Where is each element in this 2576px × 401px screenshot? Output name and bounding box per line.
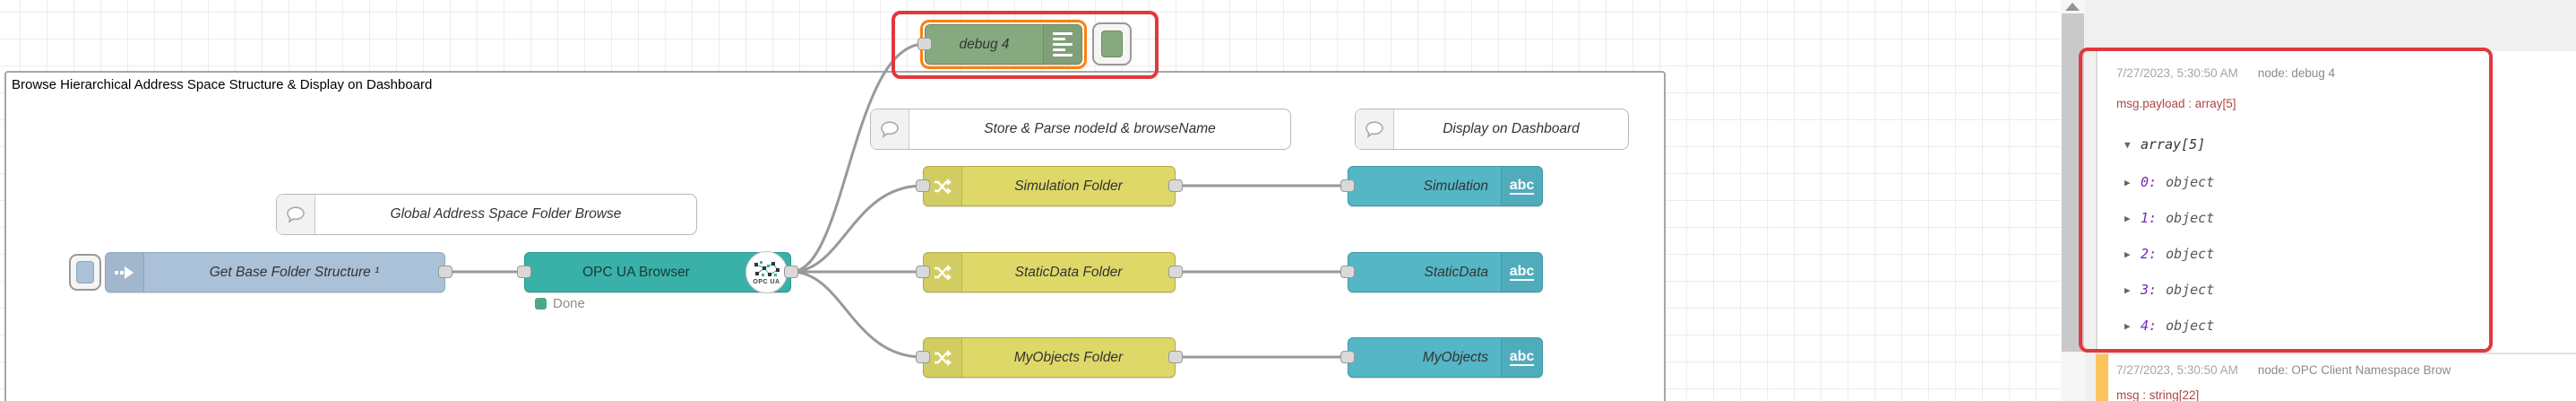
change-node-label: StaticData Folder (1014, 264, 1123, 280)
inject-arrow-icon (106, 253, 144, 292)
canvas-vertical-scrollbar[interactable] (2061, 0, 2085, 401)
scroll-up-icon[interactable] (2065, 3, 2080, 11)
uitext-node-label: Simulation (1423, 178, 1488, 194)
message-source-node[interactable]: node: OPC Client Namespace Brow (2257, 363, 2451, 377)
wire-layer (444, 42, 1349, 359)
myobjects-input-port[interactable] (1340, 351, 1355, 363)
comment-label: Display on Dashboard (1443, 121, 1580, 136)
change-node-staticdata-folder[interactable]: StaticData Folder (923, 252, 1176, 292)
debug-input-port[interactable] (918, 38, 932, 50)
flow-canvas[interactable]: Browse Hierarchical Address Space Struct… (0, 0, 2061, 401)
wire-opcua-to-simulation-folder[interactable] (789, 184, 925, 274)
expand-icon[interactable]: ▶ (2124, 319, 2131, 332)
debug-message-1[interactable]: 7/27/2023, 5:30:50 AM node: debug 4 msg.… (2096, 51, 2576, 354)
opcua-badge-caption: OPC UA (753, 279, 780, 285)
change-shuffle-icon (924, 167, 962, 205)
message-timestamp: 7/27/2023, 5:30:50 AM (2116, 66, 2238, 80)
status-text: Done (553, 296, 585, 311)
tree-item-row[interactable]: ▶ 4: object (2124, 318, 2215, 334)
myobjects-folder-input-port[interactable] (916, 351, 930, 363)
simulation-folder-output-port[interactable] (1168, 179, 1183, 192)
comment-store-parse[interactable]: Store & Parse nodeId & browseName (870, 109, 1291, 150)
simulation-input-port[interactable] (1340, 179, 1355, 192)
opcua-browser-label: OPC UA Browser (582, 264, 690, 280)
message-summary: msg.payload : array[5] (2116, 97, 2236, 110)
comment-bubble-icon (871, 109, 909, 149)
wire-opcua-to-debug[interactable] (789, 42, 926, 274)
simulation-folder-input-port[interactable] (916, 179, 930, 192)
inject-output-port[interactable] (438, 266, 452, 278)
wire-opcua-to-myobjects-folder[interactable] (789, 270, 925, 359)
comment-bubble-icon (277, 195, 315, 234)
uitext-abc-icon: abc (1501, 253, 1542, 292)
expand-icon[interactable]: ▶ (2124, 212, 2131, 224)
tree-item-row[interactable]: ▶ 3: object (2124, 282, 2215, 298)
inject-node-label: Get Base Folder Structure ¹ (209, 264, 380, 280)
change-node-myobjects-folder[interactable]: MyObjects Folder (923, 337, 1176, 378)
tree-root-row[interactable]: ▼ array[5] (2124, 136, 2205, 153)
opcua-logo-icon: OPC UA (745, 251, 788, 293)
debug-message-meta: 7/27/2023, 5:30:50 AM node: debug 4 (2116, 66, 2335, 80)
inject-button-fill (76, 261, 94, 283)
staticdata-folder-input-port[interactable] (916, 266, 930, 278)
message-timestamp: 7/27/2023, 5:30:50 AM (2116, 363, 2238, 377)
change-node-label: Simulation Folder (1014, 178, 1123, 194)
scrollbar-thumb[interactable] (2062, 13, 2084, 352)
group-label: Browse Hierarchical Address Space Struct… (12, 77, 433, 92)
debug-node[interactable]: debug 4 (925, 24, 1082, 65)
debug-toggle-button[interactable] (1092, 22, 1132, 65)
expand-icon[interactable]: ▶ (2124, 248, 2131, 260)
change-node-simulation-folder[interactable]: Simulation Folder (923, 166, 1176, 206)
inject-node[interactable]: Get Base Folder Structure ¹ (105, 252, 445, 292)
collapse-icon[interactable]: ▼ (2124, 138, 2131, 151)
debug-toggle-fill (1101, 31, 1123, 57)
staticdata-input-port[interactable] (1340, 266, 1355, 278)
debug-node-label: debug 4 (959, 36, 1010, 52)
uitext-node-label: StaticData (1424, 264, 1488, 280)
tree-item-row[interactable]: ▶ 0: object (2124, 174, 2215, 190)
uitext-abc-icon: abc (1501, 338, 1542, 377)
myobjects-folder-output-port[interactable] (1168, 351, 1183, 363)
debug-levels-icon (1043, 25, 1081, 64)
uitext-node-simulation[interactable]: Simulation abc (1348, 166, 1543, 206)
tree-item-row[interactable]: ▶ 2: object (2124, 246, 2215, 262)
change-node-label: MyObjects Folder (1013, 349, 1124, 365)
message-source-node[interactable]: node: debug 4 (2257, 66, 2336, 80)
debug-message-2[interactable]: 7/27/2023, 5:30:50 AM node: OPC Client N… (2096, 354, 2576, 401)
change-shuffle-icon (924, 338, 962, 377)
change-shuffle-icon (924, 253, 962, 292)
comment-bubble-icon (1356, 109, 1394, 149)
status-green-square (535, 298, 547, 309)
comment-label: Global Address Space Folder Browse (390, 206, 622, 222)
uitext-abc-icon: abc (1501, 167, 1542, 205)
debug-message-meta: 7/27/2023, 5:30:50 AM node: OPC Client N… (2116, 363, 2451, 377)
message-summary: msg : string[22] (2116, 388, 2200, 401)
uitext-node-myobjects[interactable]: MyObjects abc (1348, 337, 1543, 378)
expand-icon[interactable]: ▶ (2124, 283, 2131, 296)
staticdata-folder-output-port[interactable] (1168, 266, 1183, 278)
uitext-node-label: MyObjects (1422, 349, 1488, 365)
inject-button[interactable] (69, 254, 101, 291)
tree-item-row[interactable]: ▶ 1: object (2124, 210, 2215, 226)
opcua-status: Done (535, 296, 585, 311)
opcua-output-port[interactable] (784, 266, 798, 278)
tree-root-label: array[5] (2141, 136, 2206, 153)
expand-icon[interactable]: ▶ (2124, 176, 2131, 188)
comment-display-dashboard[interactable]: Display on Dashboard (1355, 109, 1629, 150)
uitext-node-staticdata[interactable]: StaticData abc (1348, 252, 1543, 292)
comment-label: Store & Parse nodeId & browseName (984, 121, 1216, 136)
debug-sidebar: 7/27/2023, 5:30:50 AM node: debug 4 msg.… (2085, 0, 2576, 401)
opcua-input-port[interactable] (517, 266, 531, 278)
comment-global-address-space[interactable]: Global Address Space Folder Browse (276, 194, 697, 235)
